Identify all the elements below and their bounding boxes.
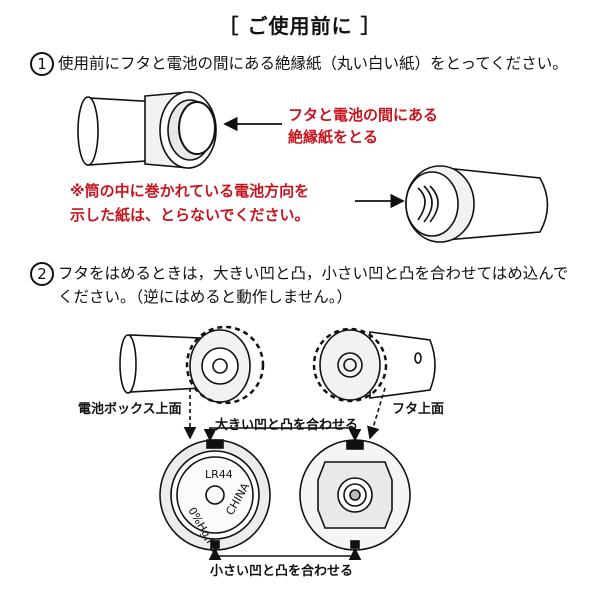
big-notch-connector <box>209 427 356 432</box>
battery-small-icon <box>201 347 239 385</box>
battery-box-top-label: 電池ボックス上面 <box>78 402 182 417</box>
insulation-paper <box>178 101 216 155</box>
step-2-text-line2: ください。（逆にはめると動作しません。） <box>58 288 353 306</box>
remove-insulation-callout-line1: フタと電池の間にある <box>288 106 439 124</box>
lid-top-view <box>299 439 411 551</box>
warning-line2: 示した紙は、とらないでください。 <box>70 206 310 224</box>
step-number-2: 2 <box>30 262 54 286</box>
step-2-text-line1: フタをはめるときは，大きい凹と凸，小さい凹と凸を合わせてはめ込んで <box>58 264 569 283</box>
leader-lid <box>367 387 386 440</box>
device-tube-opened <box>405 165 549 243</box>
lid-top-label: フタ上面 <box>392 402 445 417</box>
warning-line1: ※筒の中に巻かれている電池方向を <box>70 182 310 200</box>
step-number-1: 1 <box>30 52 54 76</box>
big-notch-match-label: 大きい凹と凸を合わせる <box>215 418 359 433</box>
small-notch-match-label: 小さい凹と凸を合わせる <box>210 564 354 579</box>
small-bump-lid <box>350 540 360 549</box>
step-1-text: 使用前にフタと電池の間にある絶縁紙（丸い白い紙）をとってください。 <box>58 54 568 73</box>
remove-insulation-callout-line2: 絶縁紙をとる <box>288 128 379 146</box>
lid-tube <box>319 329 436 401</box>
battery-box-tube <box>119 329 251 403</box>
battery-model-text: LR44 <box>205 468 233 481</box>
zoom-circle-battery <box>185 325 265 405</box>
page-title: ［ ご使用前に ］ <box>218 14 382 38</box>
zoom-circle-lid <box>312 327 388 403</box>
device-tube-with-insulation <box>77 91 217 169</box>
big-bump-lid <box>346 440 364 450</box>
battery-top-view <box>159 439 271 551</box>
big-notch-battery <box>206 439 224 449</box>
